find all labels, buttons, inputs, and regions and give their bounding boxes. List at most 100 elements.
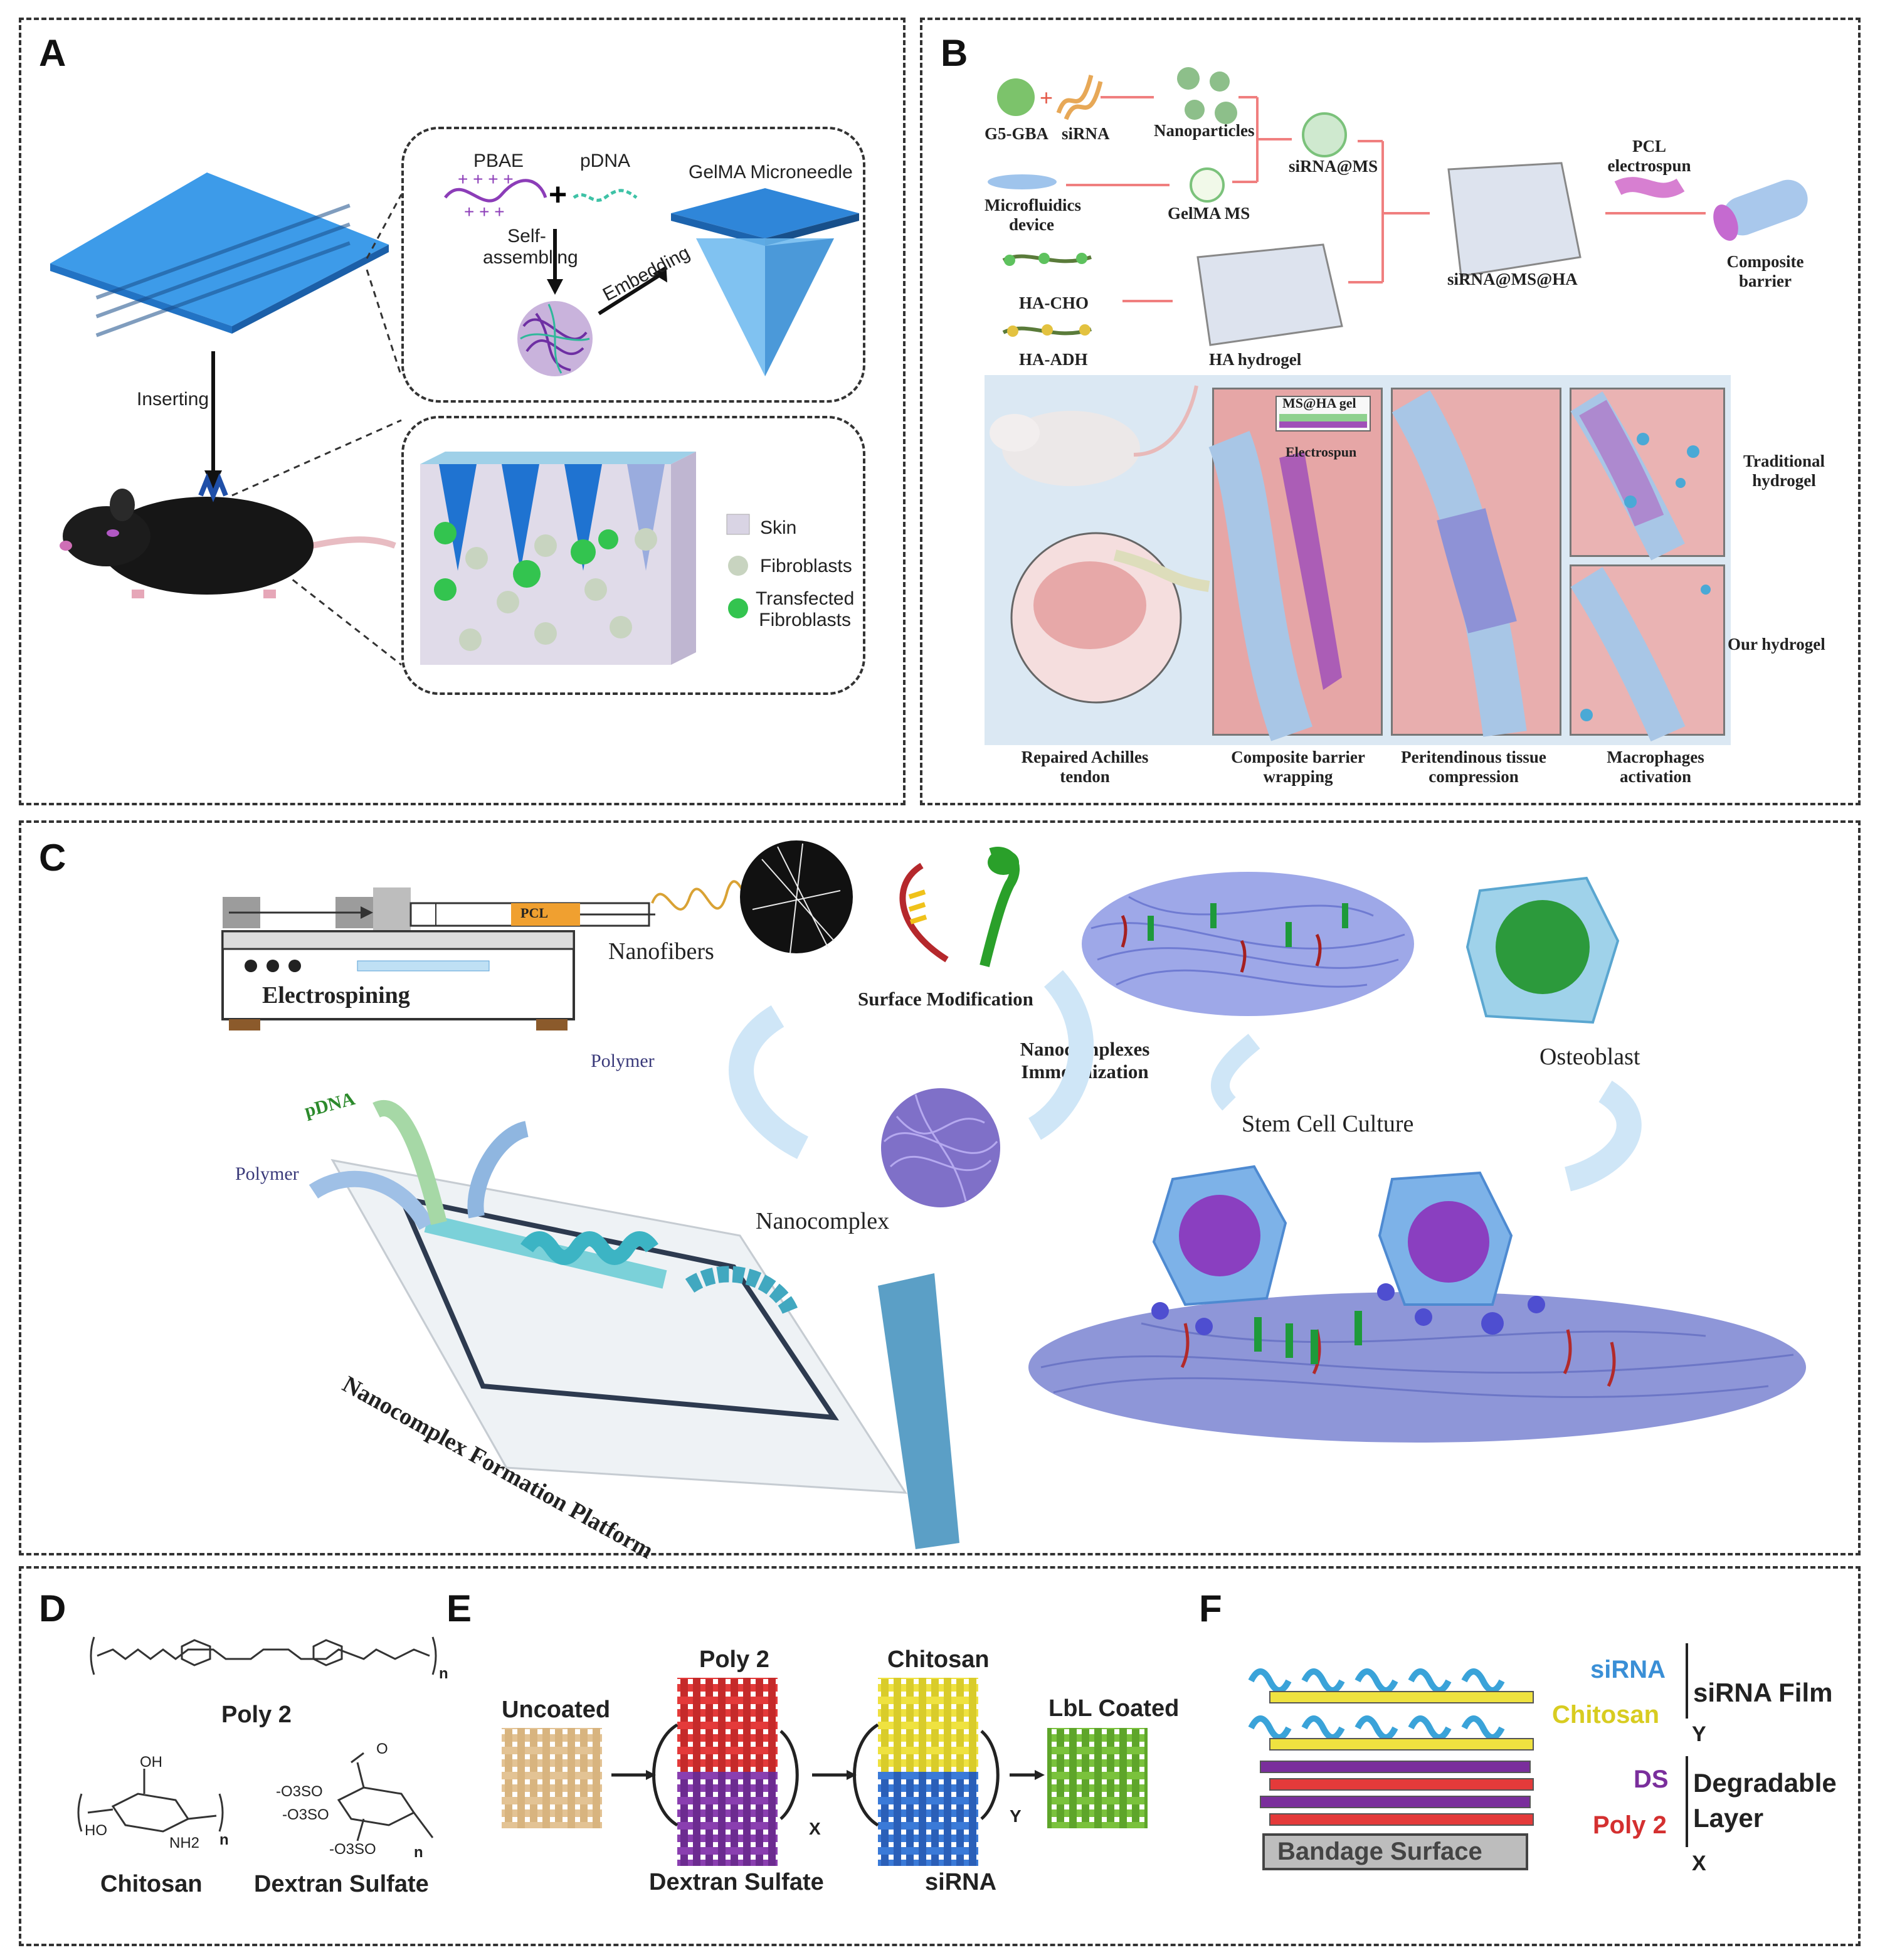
b-microfluidics: Microfluidics device <box>985 196 1081 235</box>
a-self-2: assembling <box>483 247 578 268</box>
b-cap2-1: Composite barrier <box>1231 748 1365 766</box>
b-our-hydrogel: Our hydrogel <box>1728 635 1825 654</box>
f-degradable-2: Layer <box>1693 1803 1764 1833</box>
panel-a <box>19 18 906 805</box>
a-arrows <box>547 229 667 315</box>
b-sirna-ms: siRNA@MS <box>1289 157 1378 176</box>
b-micro-2: device <box>1009 215 1054 234</box>
svg-text:+: + <box>549 177 567 212</box>
c-nanocomplex: Nanocomplex <box>756 1208 890 1234</box>
d-poly2: Poly 2 <box>221 1702 292 1728</box>
e-weave-poly2 <box>677 1678 778 1778</box>
microneedle-patch <box>50 172 389 337</box>
e-weave-chitosan <box>878 1678 978 1778</box>
d-nh2: NH2 <box>169 1835 200 1851</box>
a-legend-skin: Skin <box>760 517 797 538</box>
dextran-structure <box>337 1752 434 1841</box>
b-composite-2: barrier <box>1739 272 1792 290</box>
c-surface-mod: Surface Modification <box>858 988 1033 1010</box>
a-pbae: PBAE <box>473 151 524 171</box>
c-polymer-top: Polymer <box>591 1051 655 1071</box>
nanofiber-coil <box>651 840 853 954</box>
f-ds: DS <box>1634 1766 1669 1793</box>
svg-text:+ + + +: + + + + <box>458 169 514 189</box>
f-degradable-1: Degradable <box>1693 1768 1837 1798</box>
d-oh: OH <box>140 1754 162 1771</box>
b-cap3-1: Peritendinous tissue <box>1401 748 1546 766</box>
b-caption-1: Repaired Achilles tendon <box>991 748 1179 787</box>
panel-b <box>920 18 1861 805</box>
b-composite-1: Composite <box>1726 252 1804 271</box>
e-lbl: LbL Coated <box>1048 1695 1180 1722</box>
d-oso3-1: -O3SO <box>276 1783 323 1800</box>
f-bandage: Bandage Surface <box>1277 1838 1482 1865</box>
b-cap3-2: compression <box>1428 767 1519 786</box>
f-x: X <box>1692 1851 1706 1875</box>
e-sirna: siRNA <box>925 1869 997 1895</box>
b-caption-4: Macrophages activation <box>1561 748 1750 787</box>
nanocomplex-ball <box>517 301 593 376</box>
b-electrospun: Electrospun <box>1286 444 1357 460</box>
b-pcl-1: PCL <box>1632 137 1666 156</box>
c-osteoblast: Osteoblast <box>1539 1044 1640 1070</box>
e-y: Y <box>1010 1806 1022 1826</box>
stem-cell-scaffold <box>1028 1165 1806 1443</box>
e-x: X <box>809 1819 821 1838</box>
b-traditional-2: hydrogel <box>1752 471 1816 490</box>
b-cap4-1: Macrophages <box>1607 748 1704 766</box>
a-self-1: Self- <box>507 226 546 246</box>
a-transfected-2: Fibroblasts <box>759 610 851 630</box>
a-transfected-1: Transfected <box>756 588 855 609</box>
electrospinning-device <box>221 887 655 1030</box>
panel-e-label: E <box>446 1587 472 1629</box>
panel-d <box>19 1566 1861 1946</box>
b-tendons <box>1208 390 1711 742</box>
b-top-icons: + <box>988 67 1808 346</box>
c-polymer-left: Polymer <box>235 1163 299 1184</box>
d-o: O <box>376 1740 388 1757</box>
c-nanofibers: Nanofibers <box>608 938 714 965</box>
c-electrospining: Electrospining <box>262 982 410 1009</box>
rat-illustration <box>990 385 1210 704</box>
mouse-illustration <box>60 473 396 598</box>
nanocomplex-sphere <box>881 1088 1000 1207</box>
c-flow-arrows <box>729 970 1642 1192</box>
d-oso3-3: -O3SO <box>329 1841 376 1858</box>
b-nanoparticles: Nanoparticles <box>1154 121 1255 140</box>
b-ms-ha-gel: MS@HA gel <box>1282 395 1356 411</box>
fiber-mesh-top <box>1082 872 1414 1016</box>
d-n-poly2: n <box>439 1665 448 1682</box>
a-legend-transfected: Transfected Fibroblasts <box>756 588 854 631</box>
b-g5: G5-GBA <box>985 124 1049 143</box>
b-ha-hydrogel: HA hydrogel <box>1209 350 1302 369</box>
a-zoom-bottom <box>401 416 865 695</box>
panel-c-label: C <box>39 837 66 879</box>
f-sirna: siRNA <box>1590 1656 1666 1683</box>
b-cap1-2: tendon <box>1060 767 1110 786</box>
e-weave-uncoated <box>502 1728 602 1828</box>
b-caption-3: Peritendinous tissue compression <box>1380 748 1568 787</box>
d-chitosan: Chitosan <box>100 1871 203 1897</box>
d-oso3-2: -O3SO <box>282 1806 329 1823</box>
osteoblast-cell <box>1465 876 1620 1024</box>
a-gelma-label: GelMA Microneedle <box>689 162 853 183</box>
d-ho: HO <box>85 1822 107 1839</box>
gelma-microneedle <box>671 188 859 376</box>
surface-mod-icons <box>899 847 1020 967</box>
b-pcl-electrospun: PCL electrospun <box>1602 137 1696 176</box>
svg-text:+: + <box>1040 85 1053 110</box>
panel-f-label: F <box>1199 1587 1222 1629</box>
e-weave-dextran <box>677 1772 778 1866</box>
b-traditional-1: Traditional <box>1743 452 1825 470</box>
b-micro-1: Microfluidics <box>985 196 1081 215</box>
f-y: Y <box>1692 1722 1706 1746</box>
e-weave-sirna <box>878 1772 978 1866</box>
a-inserting: Inserting <box>137 389 209 410</box>
e-weave-lbl <box>1047 1728 1148 1828</box>
d-n-chitosan: n <box>219 1831 229 1848</box>
b-cap1-1: Repaired Achilles <box>1021 748 1149 766</box>
panel-a-label: A <box>39 32 66 74</box>
pbae-pdna-icon: + + + + + + + + <box>444 169 638 221</box>
panel-d-label: D <box>39 1587 66 1629</box>
